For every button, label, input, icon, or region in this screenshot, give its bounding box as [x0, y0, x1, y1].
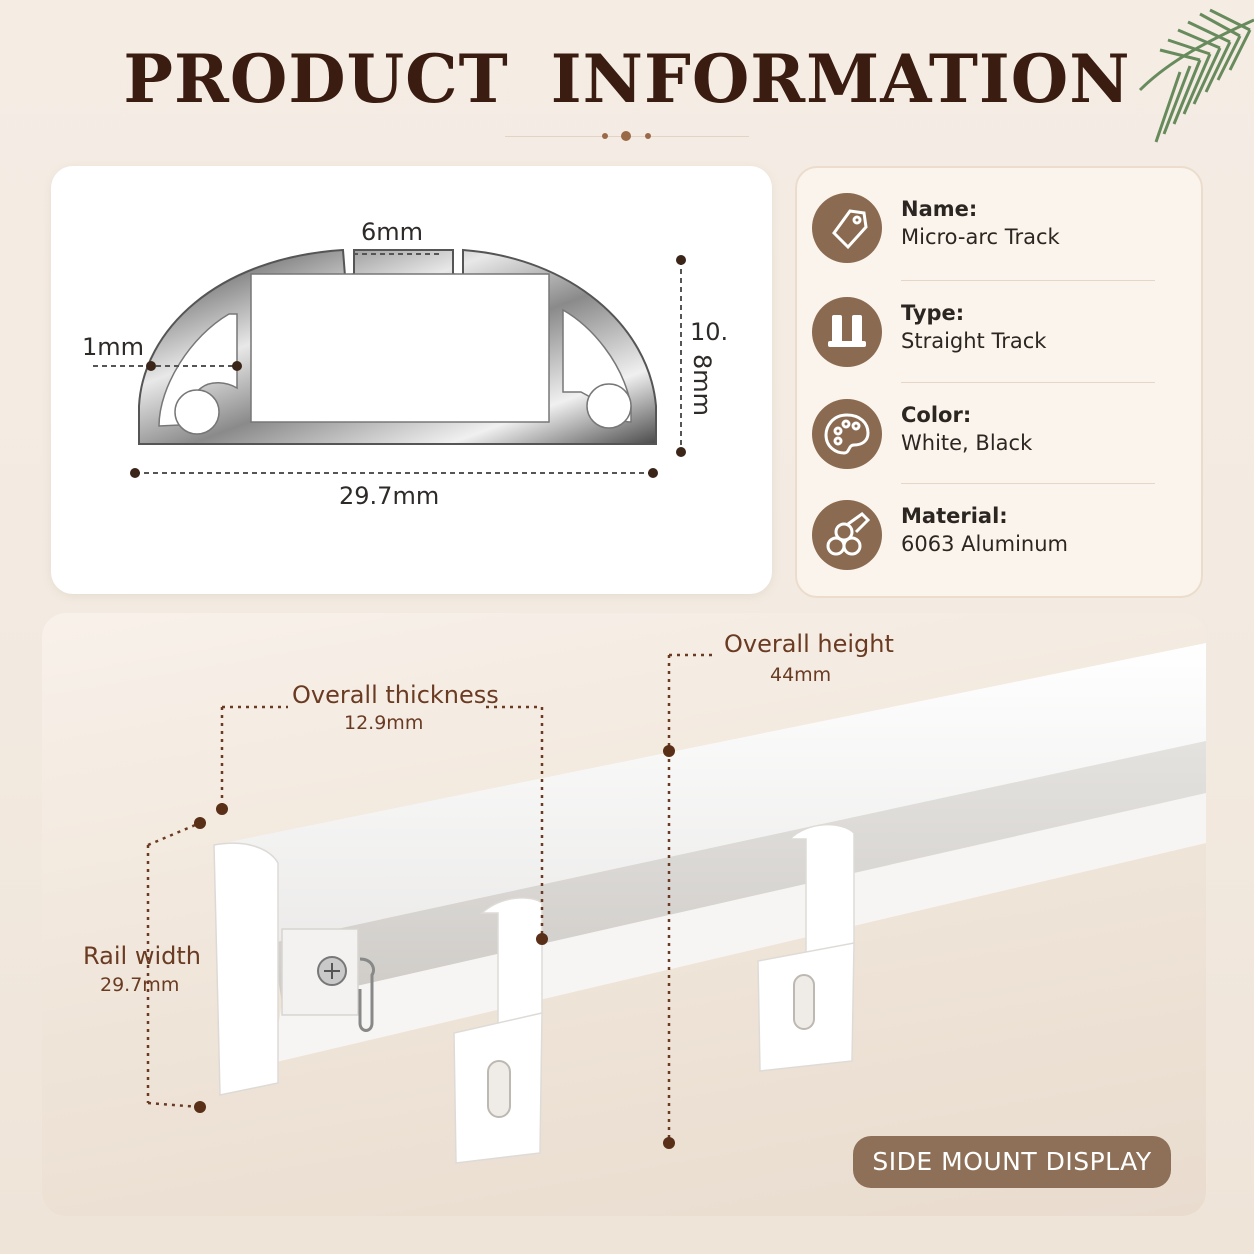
rail-width-title: Rail width [83, 942, 201, 970]
wall-dimension-label: 1mm [82, 333, 145, 361]
spec-row-material: Material: 6063 Aluminum [812, 500, 1162, 580]
spec-row-type: Type: Straight Track [812, 297, 1162, 377]
spec-separator-1 [901, 280, 1155, 281]
spec-separator-2 [901, 382, 1155, 383]
title-dot-right [645, 133, 651, 139]
width-dimension-label: 29.7mm [339, 482, 440, 510]
height-dimension-label-line2: 8mm [688, 354, 716, 417]
track-profile-drawing [93, 248, 686, 478]
spec-label-name: Name: [901, 197, 978, 221]
spec-label-color: Color: [901, 403, 972, 427]
rail-width-value: 29.7mm [100, 974, 180, 996]
palette-icon [812, 399, 882, 469]
overall-height-value: 44mm [770, 664, 832, 686]
overall-height-title: Overall height [724, 630, 894, 658]
height-dimension-label: 10. 8mm [688, 318, 730, 416]
gap-dimension-label: 6mm [361, 218, 424, 246]
title-dot-left [602, 133, 608, 139]
spec-value-type: Straight Track [901, 329, 1047, 353]
spec-row-color: Color: White, Black [812, 399, 1162, 479]
track-icon [812, 297, 882, 367]
spec-label-type: Type: [901, 301, 965, 325]
spec-row-name: Name: Micro-arc Track [812, 193, 1162, 273]
spec-label-material: Material: [901, 504, 1008, 528]
title-dot-center [621, 131, 631, 141]
rail-product-illustration [146, 643, 1206, 1164]
tag-icon [812, 193, 882, 263]
palm-leaf-decoration [1138, 8, 1254, 143]
material-bars-icon [812, 500, 882, 570]
overall-thickness-value: 12.9mm [344, 712, 424, 734]
spec-value-material: 6063 Aluminum [901, 532, 1068, 556]
spec-separator-3 [901, 483, 1155, 484]
height-dimension-label-line1: 10. [690, 318, 729, 346]
overall-thickness-title: Overall thickness [292, 681, 499, 709]
side-mount-display-badge: SIDE MOUNT DISPLAY [853, 1136, 1171, 1188]
spec-value-name: Micro-arc Track [901, 225, 1060, 249]
spec-value-color: White, Black [901, 431, 1033, 455]
page-title: PRODUCT INFORMATION [123, 40, 1131, 118]
